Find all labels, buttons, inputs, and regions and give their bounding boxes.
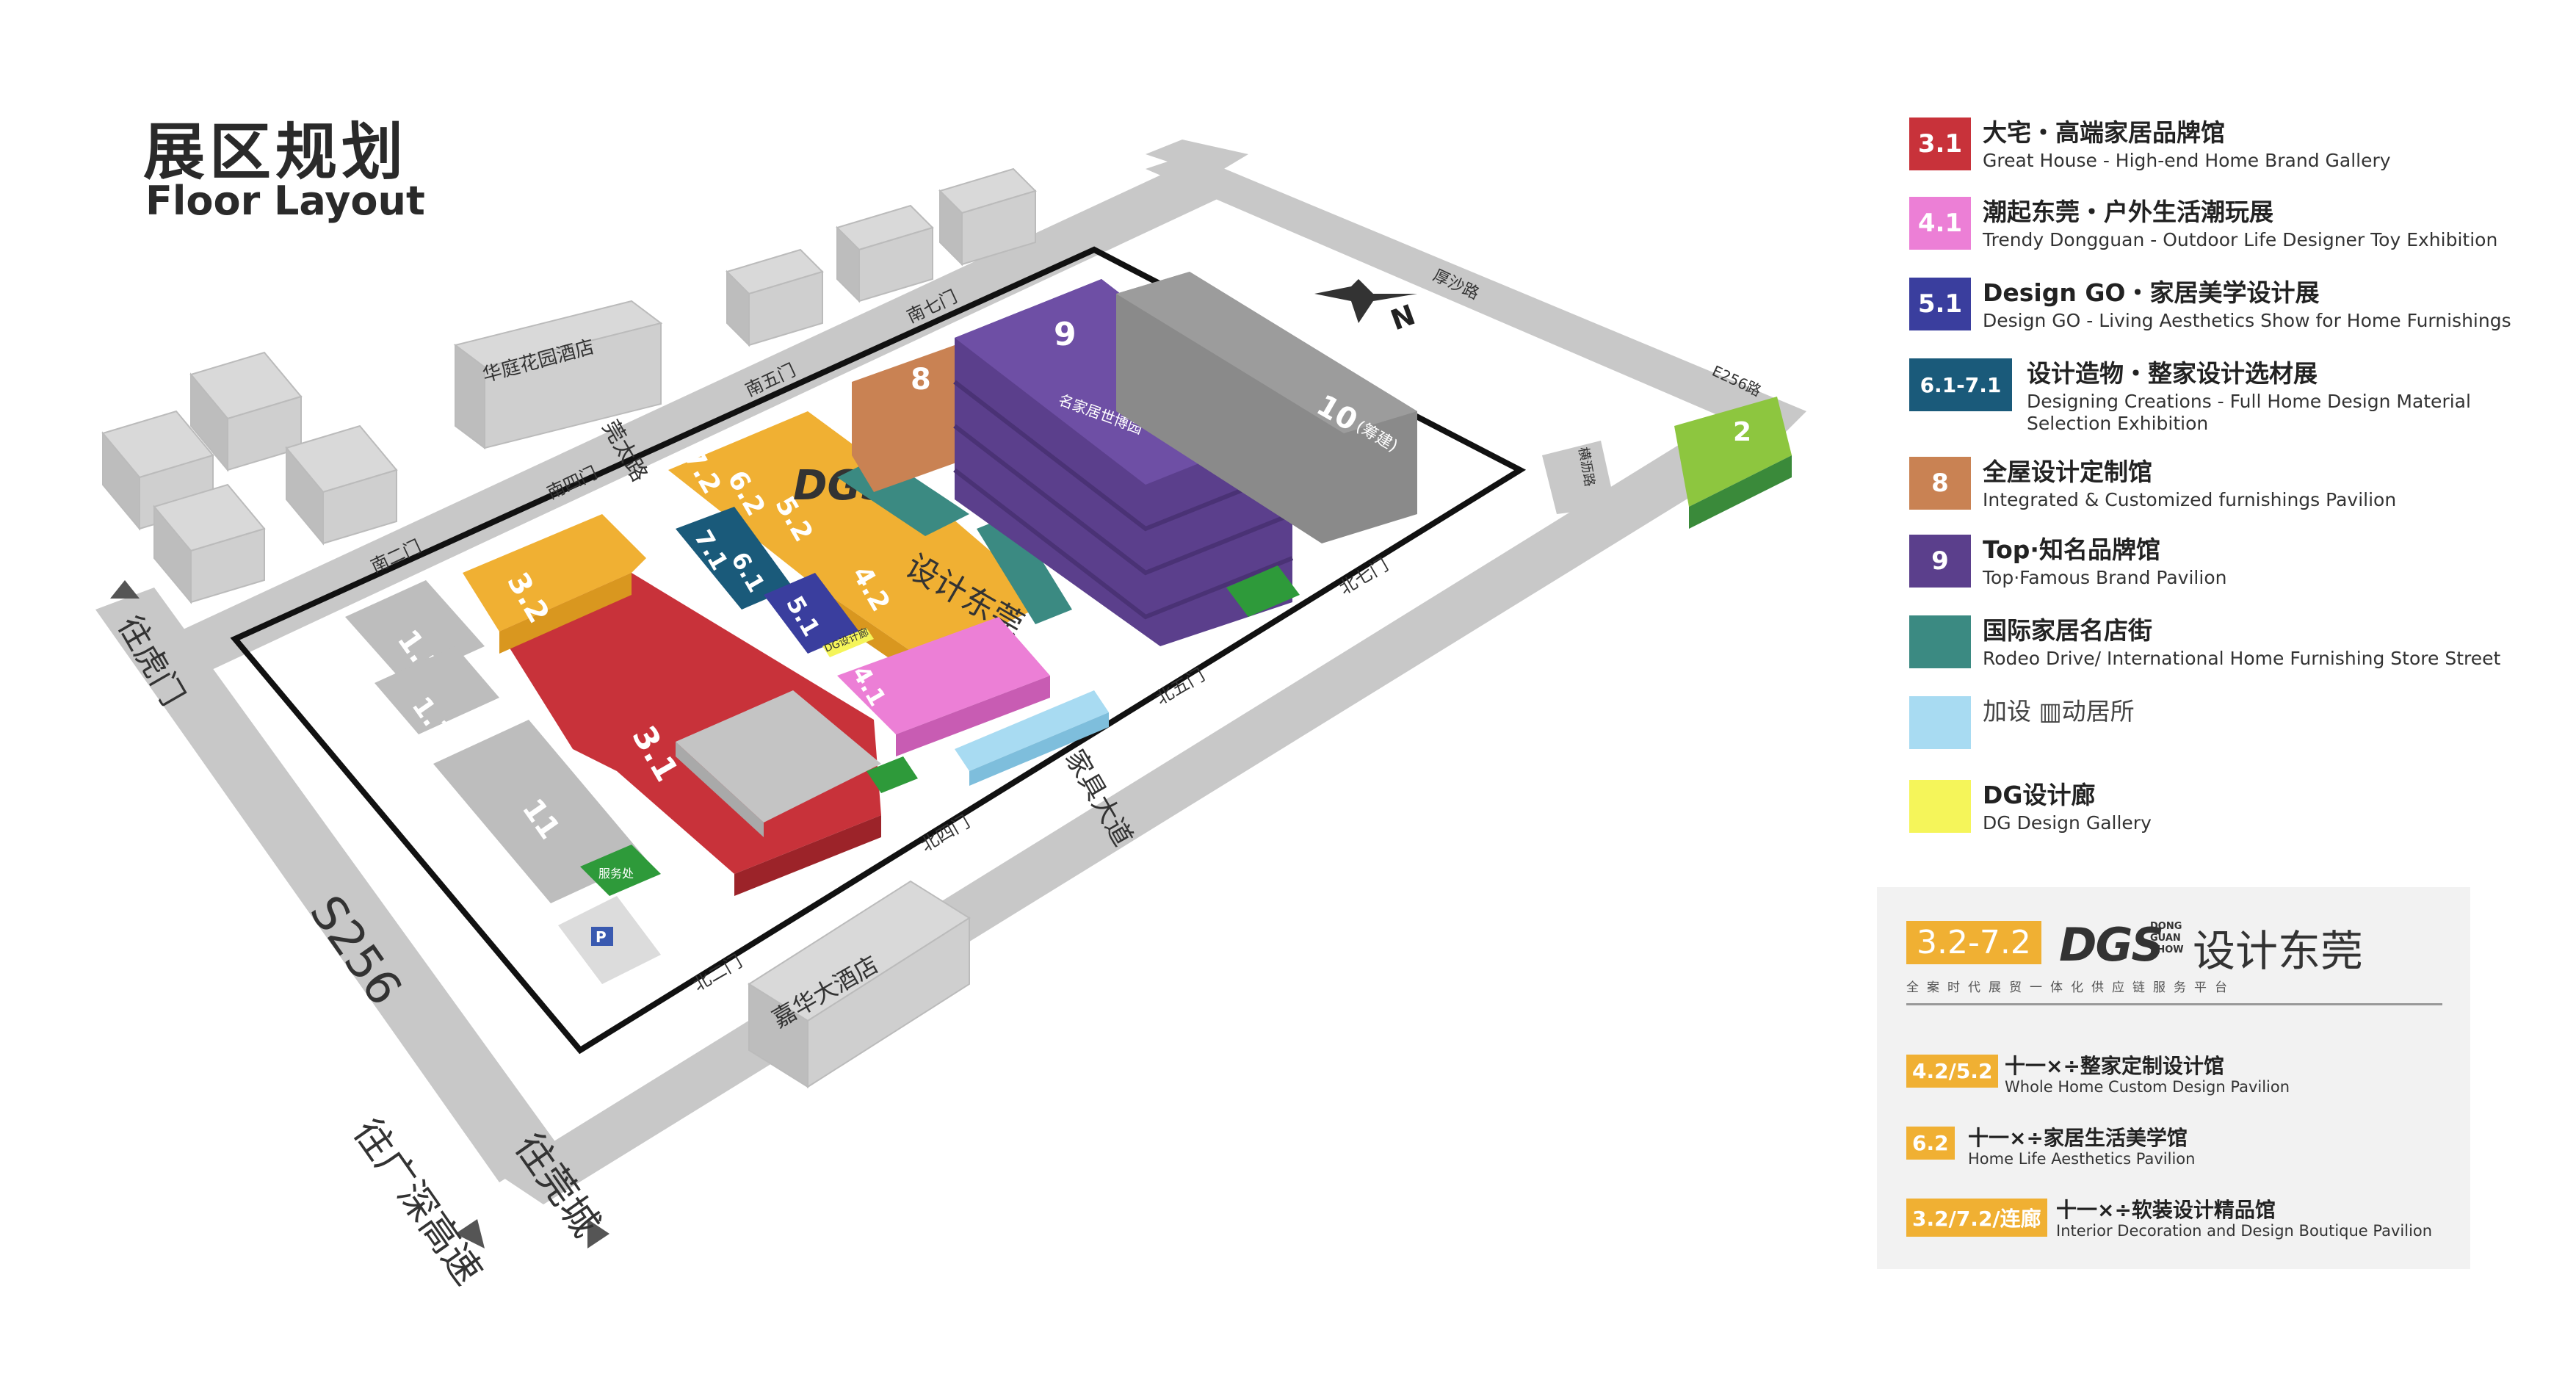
promo-name: 设计东莞 bbox=[2193, 926, 2364, 976]
legend-en: Great House - High-end Home Brand Galler… bbox=[1983, 150, 2391, 171]
promo-badge: 6.2 bbox=[1906, 1127, 1955, 1160]
legend-logo-text: 加设 ▥动居所 bbox=[1983, 697, 2135, 726]
legend-item-lightblue: 加设 ▥动居所 bbox=[1909, 696, 2555, 755]
legend-item-dg-gallery: DG设计廊 DG Design Gallery bbox=[1909, 780, 2555, 839]
page-title: 展区规划 bbox=[143, 116, 408, 188]
promo-en: Interior Decoration and Design Boutique … bbox=[2056, 1222, 2433, 1240]
legend-item-9: 9 Top·知名品牌馆 Top·Famous Brand Pavilion bbox=[1909, 535, 2555, 593]
legend-item-6-1-7-1: 6.1-7.1 设计造物・整家设计选材展 Designing Creations… bbox=[1909, 358, 2555, 434]
surrounding-buildings bbox=[101, 167, 1037, 1088]
promo-tagline: 全案时代展贸一体化供应链服务平台 bbox=[1906, 980, 2235, 995]
hall-7-1-6-1 bbox=[676, 507, 793, 610]
light-blue-hall bbox=[955, 690, 1109, 771]
legend-zh: 国际家居名店街 bbox=[1983, 616, 2152, 645]
promo-logo-small: DONG GUAN SHOW bbox=[2150, 921, 2184, 955]
hall-2-label: 2 bbox=[1733, 417, 1751, 447]
parking-label: P bbox=[596, 928, 607, 946]
arrow-guancheng-icon bbox=[587, 1219, 609, 1248]
hall-9-label: 9 bbox=[1054, 316, 1077, 353]
promo-zh: 十一×÷家居生活美学馆 bbox=[1968, 1126, 2188, 1150]
legend-swatch: 5.1 bbox=[1909, 278, 1971, 330]
road-right bbox=[1542, 441, 1616, 514]
arrow-gsexpress-icon bbox=[455, 1219, 485, 1248]
gate-north2: 北二门 bbox=[690, 951, 745, 995]
gate-north4: 北四门 bbox=[917, 812, 973, 856]
promo-range: 3.2-7.2 bbox=[1906, 921, 2041, 964]
road-south-outer bbox=[147, 162, 1219, 683]
road-east bbox=[1146, 154, 1806, 441]
legend-swatch: 8 bbox=[1909, 457, 1971, 510]
green-box-a bbox=[1226, 565, 1300, 617]
legend-zh: 潮起东莞・户外生活潮玩展 bbox=[1983, 198, 2273, 226]
legend-swatch: 3.1 bbox=[1909, 118, 1971, 170]
legend-swatch bbox=[1909, 615, 1971, 668]
compass-label: N bbox=[1386, 298, 1419, 336]
teal-street-b bbox=[977, 514, 1072, 624]
legend-item-3-1: 3.1 大宅・高端家居品牌馆 Great House - High-end Ho… bbox=[1909, 118, 2555, 176]
site-boundary bbox=[230, 246, 1527, 1055]
promo-en: Home Life Aesthetics Pavilion bbox=[1968, 1150, 2196, 1168]
dg-gallery bbox=[822, 628, 874, 657]
legend-zh: 大宅・高端家居品牌馆 bbox=[1983, 118, 2225, 147]
legend-swatch bbox=[1909, 780, 1971, 833]
legend-en: Design GO - Living Aesthetics Show for H… bbox=[1983, 310, 2511, 331]
promo-item-4-2-5-2: 4.2/5.2 十一×÷整家定制设计馆 Whole Home Custom De… bbox=[1906, 1054, 2464, 1106]
promo-item-3-2-7-2: 3.2/7.2/连廊 十一×÷软装设计精品馆 Interior Decorati… bbox=[1906, 1198, 2464, 1250]
legend-zh: Design GO・家居美学设计展 bbox=[1983, 278, 2320, 307]
legend-swatch bbox=[1909, 696, 1971, 749]
hall-4-1 bbox=[837, 617, 1050, 734]
promo-divider bbox=[1906, 1003, 2442, 1005]
legend-item-5-1: 5.1 Design GO・家居美学设计展 Design GO - Living… bbox=[1909, 278, 2555, 336]
hall-8 bbox=[852, 345, 984, 492]
green-box-b bbox=[866, 756, 918, 793]
promo-panel: 3.2-7.2 DGS DONG GUAN SHOW 设计东莞 全案时代展贸一体… bbox=[1877, 887, 2470, 1269]
legend-en: Rodeo Drive/ International Home Furnishi… bbox=[1983, 648, 2501, 669]
hall-5-1 bbox=[764, 573, 859, 654]
legend-en: Trendy Dongguan - Outdoor Life Designer … bbox=[1983, 229, 2498, 250]
legend-item-rodeo: 国际家居名店街 Rodeo Drive/ International Home … bbox=[1909, 615, 2555, 674]
promo-item-6-2: 6.2 十一×÷家居生活美学馆 Home Life Aesthetics Pav… bbox=[1906, 1126, 2464, 1178]
floor-map: .road { fill:#c8c8c8; } .lbl { font-fami… bbox=[95, 140, 1806, 1293]
promo-logo: DGS bbox=[2059, 918, 2164, 972]
legend-zh: DG设计廊 bbox=[1983, 781, 2096, 809]
legend-swatch: 6.1-7.1 bbox=[1909, 358, 2012, 411]
hall-7-2-6-2-5-2 bbox=[668, 411, 1050, 661]
legend-en: Integrated & Customized furnishings Pavi… bbox=[1983, 489, 2397, 510]
hall-2 bbox=[1674, 397, 1792, 507]
gate-north7: 北七门 bbox=[1336, 554, 1392, 599]
promo-badge: 3.2/7.2/连廊 bbox=[1906, 1199, 2047, 1237]
legend-swatch: 9 bbox=[1909, 535, 1971, 588]
legend-zh: Top·知名品牌馆 bbox=[1983, 535, 2160, 564]
legend-zh: 全屋设计定制馆 bbox=[1983, 458, 2152, 486]
service-box bbox=[580, 845, 661, 896]
promo-badge: 4.2/5.2 bbox=[1906, 1055, 1999, 1088]
promo-zh: 十一×÷软装设计精品馆 bbox=[2056, 1198, 2276, 1222]
service-label: 服务处 bbox=[598, 867, 634, 881]
parking-icon bbox=[591, 927, 613, 946]
legend-zh: 设计造物・整家设计选材展 bbox=[2027, 359, 2318, 388]
legend-en: DG Design Gallery bbox=[1983, 812, 2152, 834]
legend-en: Top·Famous Brand Pavilion bbox=[1983, 567, 2227, 588]
arrow-humen-icon bbox=[110, 580, 140, 599]
promo-en: Whole Home Custom Design Pavilion bbox=[2005, 1078, 2290, 1096]
hall-8-label: 8 bbox=[911, 363, 931, 397]
hall-1-1 bbox=[375, 646, 499, 734]
promo-zh: 十一×÷整家定制设计馆 bbox=[2005, 1054, 2224, 1078]
hall-11 bbox=[433, 720, 646, 903]
legend-en: Designing Creations - Full Home Design M… bbox=[2027, 391, 2471, 434]
road-top bbox=[1146, 140, 1248, 176]
legend-swatch: 4.1 bbox=[1909, 197, 1971, 250]
road-s256 bbox=[95, 588, 558, 1182]
hall-3-2 bbox=[463, 514, 646, 632]
compass-icon bbox=[1314, 279, 1417, 323]
legend-item-4-1: 4.1 潮起东莞・户外生活潮玩展 Trendy Dongguan - Outdo… bbox=[1909, 197, 2555, 256]
page-subtitle: Floor Layout bbox=[145, 178, 425, 224]
legend-item-8: 8 全屋设计定制馆 Integrated & Customized furnis… bbox=[1909, 457, 2555, 516]
gate-north5: 北五门 bbox=[1152, 665, 1208, 709]
